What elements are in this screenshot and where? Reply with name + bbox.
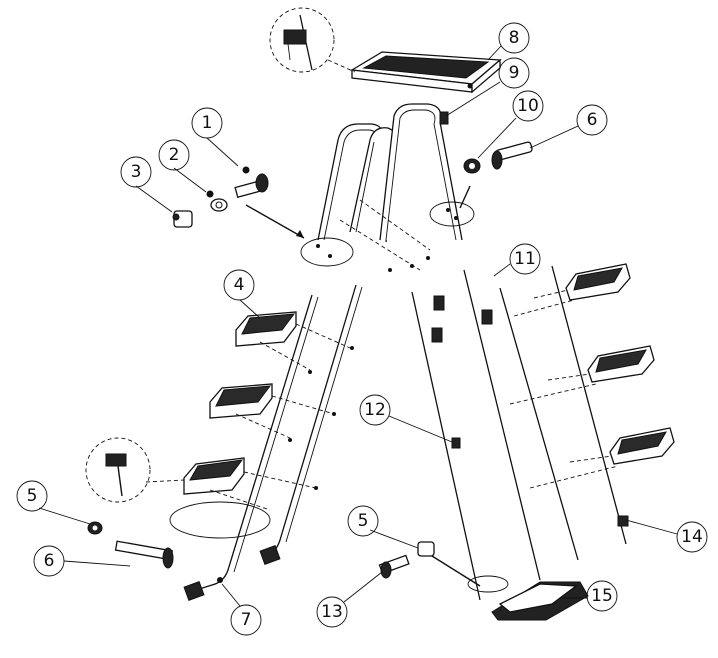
callout-6-right: 6	[587, 110, 598, 130]
callout-5-left: 5	[27, 486, 38, 506]
left-lower-assembly	[87, 501, 271, 569]
callout-7: 7	[241, 610, 252, 630]
callout-15: 15	[591, 586, 613, 606]
left-side-rails	[183, 284, 363, 601]
left-steps	[183, 311, 354, 511]
callout-3: 3	[131, 162, 142, 182]
callout-8: 8	[509, 28, 520, 48]
top-platform	[350, 51, 502, 94]
callout-13: 13	[321, 602, 343, 622]
callouts: 1 2 3 4 5 5 6 6 7 8	[16, 22, 708, 636]
right-base-assembly	[378, 541, 589, 621]
callout-12: 12	[364, 400, 386, 420]
callout-11: 11	[514, 249, 536, 269]
callout-4: 4	[234, 275, 245, 295]
callout-2: 2	[169, 145, 180, 165]
detail-magnifier-top	[269, 7, 356, 73]
callout-10: 10	[517, 96, 539, 116]
right-side-rails	[411, 265, 629, 601]
hardware-top-right	[459, 141, 533, 209]
upper-bolt-holes	[300, 199, 475, 272]
callout-1: 1	[202, 113, 213, 133]
callout-9: 9	[509, 63, 520, 83]
hardware-top-left	[172, 166, 305, 239]
handrail-frames	[317, 103, 463, 243]
detail-magnifier-left	[85, 437, 185, 503]
callout-5-right: 5	[358, 511, 369, 531]
callout-14: 14	[681, 527, 703, 547]
callout-6-left: 6	[44, 551, 55, 571]
right-steps	[509, 263, 675, 489]
